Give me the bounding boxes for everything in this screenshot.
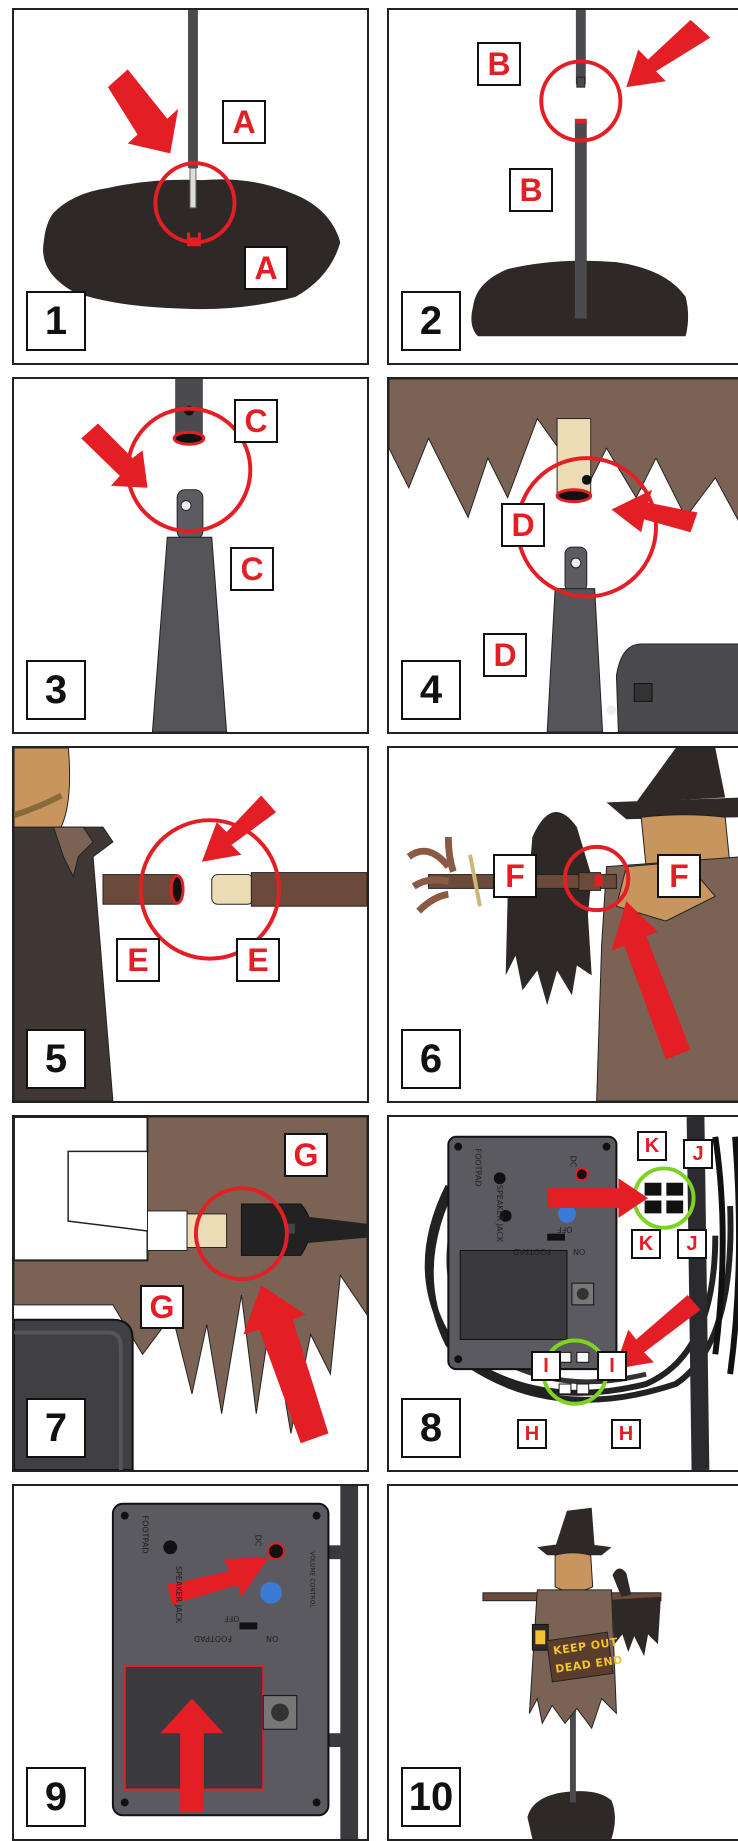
pole-connector — [565, 547, 587, 591]
arrow — [108, 69, 178, 153]
part-label-e: E — [236, 938, 280, 982]
step-4-panel: D D 4 — [387, 377, 738, 734]
crow-wing-fringe — [506, 896, 592, 1005]
female-plug — [241, 1204, 310, 1255]
speaker-jack-label: SPEAKER JACK — [174, 1566, 183, 1623]
footpad-switch-label: FOOTPAD — [194, 1634, 232, 1643]
off-label: OFF — [224, 1614, 240, 1623]
on-label: ON — [266, 1634, 278, 1643]
step-10-panel: KEEP OUT DEAD END 10 — [387, 1484, 738, 1841]
volume-knob — [260, 1582, 282, 1604]
off-label: OFF — [557, 1225, 573, 1234]
part-label-b: B — [477, 42, 521, 86]
pole-tip — [190, 168, 196, 208]
part-label-g: G — [284, 1133, 328, 1177]
part-label-d: D — [501, 503, 545, 547]
step-3-panel: C C 3 — [12, 377, 369, 734]
part-label-f: F — [657, 854, 701, 898]
volume-label: VOLUME CONTROL — [309, 1551, 316, 1607]
step-7-panel: G G 7 — [12, 1115, 369, 1472]
hand — [409, 837, 453, 911]
step-number: 3 — [26, 660, 86, 720]
arrow — [626, 20, 710, 87]
part-label-b: B — [509, 168, 553, 212]
speaker-jack-label: SPEAKER JACK — [495, 1185, 504, 1242]
part-label-k: K — [637, 1131, 667, 1161]
footpad-label: FOOTPAD — [474, 1148, 483, 1186]
step-number: 7 — [26, 1398, 86, 1458]
part-label-e: E — [116, 938, 160, 982]
pole-lower — [575, 121, 587, 319]
footpad-label: FOOTPAD — [141, 1515, 150, 1553]
pole-lower — [152, 537, 226, 732]
part-label-c: C — [230, 547, 274, 591]
arm-tube-right — [212, 875, 254, 905]
on-label: ON — [573, 1247, 585, 1256]
step-number: 2 — [401, 291, 461, 351]
step-2-panel: B B 2 — [387, 8, 738, 365]
part-label-c: C — [234, 399, 278, 443]
step-number: 8 — [401, 1398, 461, 1458]
pole — [188, 10, 198, 168]
step-number: 6 — [401, 1029, 461, 1089]
burlap-head — [555, 1553, 593, 1592]
pole — [340, 1486, 358, 1839]
part-label-h: H — [611, 1419, 641, 1449]
dc-label: DC — [253, 1535, 262, 1547]
arrow-hi — [614, 1295, 700, 1369]
step-number: 1 — [26, 291, 86, 351]
jk-connectors — [644, 1182, 684, 1214]
step-5-panel: E E 5 — [12, 746, 369, 1103]
step-9-panel: FOOTPAD DC VOLUME CONTROL SPEAKER JACK O… — [12, 1484, 369, 1841]
part-label-j: J — [677, 1229, 707, 1259]
battery-cover — [460, 1250, 567, 1339]
arrow — [202, 795, 276, 861]
step-number: 5 — [26, 1029, 86, 1089]
part-label-g: G — [140, 1285, 184, 1329]
pole-lower — [547, 589, 602, 732]
dc-label: DC — [568, 1156, 577, 1168]
part-label-a: A — [222, 100, 266, 144]
step-number: 4 — [401, 660, 461, 720]
part-label-d: D — [483, 633, 527, 677]
part-label-a: A — [244, 246, 288, 290]
step-number: 9 — [26, 1767, 86, 1827]
pole-upper — [576, 10, 586, 84]
step-8-panel: FOOTPAD SPEAKER JACK DC OFF ON FOOTPAD K… — [387, 1115, 738, 1472]
part-label-j: J — [683, 1139, 713, 1169]
dc-port — [268, 1543, 284, 1559]
footpad-port — [163, 1540, 177, 1554]
step-6-panel: F F 6 — [387, 746, 738, 1103]
part-label-f: F — [493, 854, 537, 898]
footpad-switch — [239, 1622, 257, 1629]
step-1-panel: A A 1 — [12, 8, 369, 365]
arrow — [81, 423, 147, 487]
part-label-i: I — [597, 1351, 627, 1381]
male-plug — [147, 1211, 187, 1251]
part-label-k: K — [631, 1229, 661, 1259]
pole — [570, 1704, 576, 1803]
step-number: 10 — [401, 1767, 461, 1827]
part-label-i: I — [531, 1351, 561, 1381]
footpad-switch-label: FOOTPAD — [513, 1247, 551, 1256]
part-label-h: H — [517, 1419, 547, 1449]
